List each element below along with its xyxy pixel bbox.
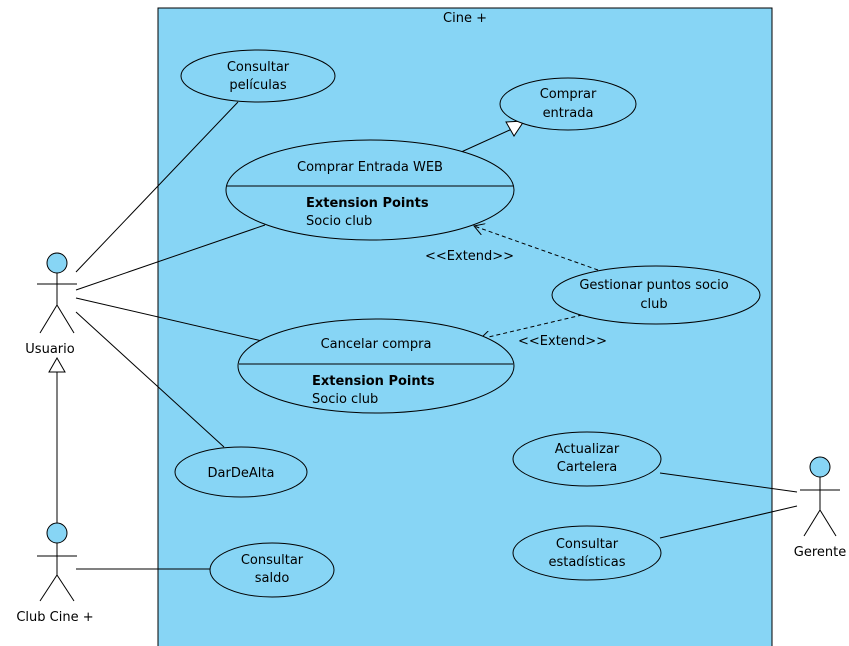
association-usuario-cancelar-compra[interactable] — [75, 297, 263, 342]
use-case-consultar-estadisticas[interactable]: Consultar estadísticas — [512, 525, 662, 581]
actor-head — [46, 252, 68, 274]
extension-points-title: Extension Points — [306, 196, 429, 211]
generalization-actor[interactable] — [48, 356, 66, 523]
use-case-label: estadísticas — [548, 555, 625, 570]
use-case-consultar-saldo[interactable]: Consultar saldo — [209, 542, 335, 598]
use-case-title: Comprar Entrada WEB — [297, 160, 443, 175]
association-usuario-consultar-peliculas[interactable] — [75, 101, 239, 273]
use-case-comprar-entrada-web[interactable]: Comprar Entrada WEB Extension Points Soc… — [225, 139, 515, 241]
use-case-label: películas — [229, 78, 286, 93]
extend-label-1: <<Extend>> — [425, 249, 514, 264]
extension-point: Socio club — [306, 214, 372, 229]
generalization-arrowhead — [505, 120, 525, 137]
association-gerente-consultar-estadisticas[interactable] — [659, 505, 798, 539]
actor-head — [809, 456, 831, 478]
association-usuario-comprar-entrada-web[interactable] — [75, 224, 266, 291]
use-case-label: entrada — [543, 106, 594, 121]
use-case-label: club — [640, 297, 667, 312]
use-case-gestionar-puntos[interactable]: Gestionar puntos socio club — [551, 265, 761, 325]
use-case-label: Consultar — [556, 537, 619, 552]
extend-label-2: <<Extend>> — [518, 334, 607, 349]
system-title: Cine + — [443, 11, 487, 26]
actor-label: Usuario — [25, 342, 74, 357]
extension-point: Socio club — [312, 392, 378, 407]
generalization-arrowhead-actor — [48, 356, 66, 373]
extend-relation-web[interactable]: <<Extend>> — [425, 226, 599, 271]
use-case-cancelar-compra[interactable]: Cancelar compra Extension Points Socio c… — [237, 318, 515, 414]
use-case-label: Actualizar — [555, 442, 620, 457]
system-boundary[interactable]: Cine + — [157, 7, 773, 646]
extension-points-title: Extension Points — [312, 374, 435, 389]
use-case-label: Comprar — [540, 87, 597, 102]
use-case-label: saldo — [255, 571, 290, 586]
actor-label: Club Cine + — [16, 610, 93, 625]
actor-head — [46, 522, 68, 544]
use-case-title: Cancelar compra — [321, 337, 432, 352]
actor-label: Gerente — [794, 545, 846, 560]
extend-relation-cancel[interactable]: <<Extend>> — [480, 314, 607, 349]
use-case-actualizar-cartelera[interactable]: Actualizar Cartelera — [512, 431, 662, 487]
use-case-consultar-peliculas[interactable]: Consultar películas — [180, 49, 336, 103]
use-case-label: Consultar — [241, 553, 304, 568]
associations — [75, 101, 798, 570]
actor-gerente[interactable]: Gerente — [794, 456, 846, 560]
use-case-label: DarDeAlta — [208, 466, 275, 481]
use-case-comprar-entrada[interactable]: Comprar entrada — [499, 77, 637, 131]
actor-club-cine[interactable]: Club Cine + — [16, 522, 94, 625]
association-gerente-actualizar-cartelera[interactable] — [659, 472, 798, 493]
association-usuario-dar-de-alta[interactable] — [75, 311, 225, 448]
system-box — [157, 7, 773, 646]
generalization-comprar[interactable] — [458, 120, 525, 154]
use-case-label: Consultar — [227, 60, 290, 75]
actor-usuario[interactable]: Usuario — [25, 252, 77, 357]
use-case-label: Cartelera — [557, 460, 617, 475]
use-case-label: Gestionar puntos socio — [579, 278, 728, 293]
use-case-dar-de-alta[interactable]: DarDeAlta — [174, 446, 308, 498]
